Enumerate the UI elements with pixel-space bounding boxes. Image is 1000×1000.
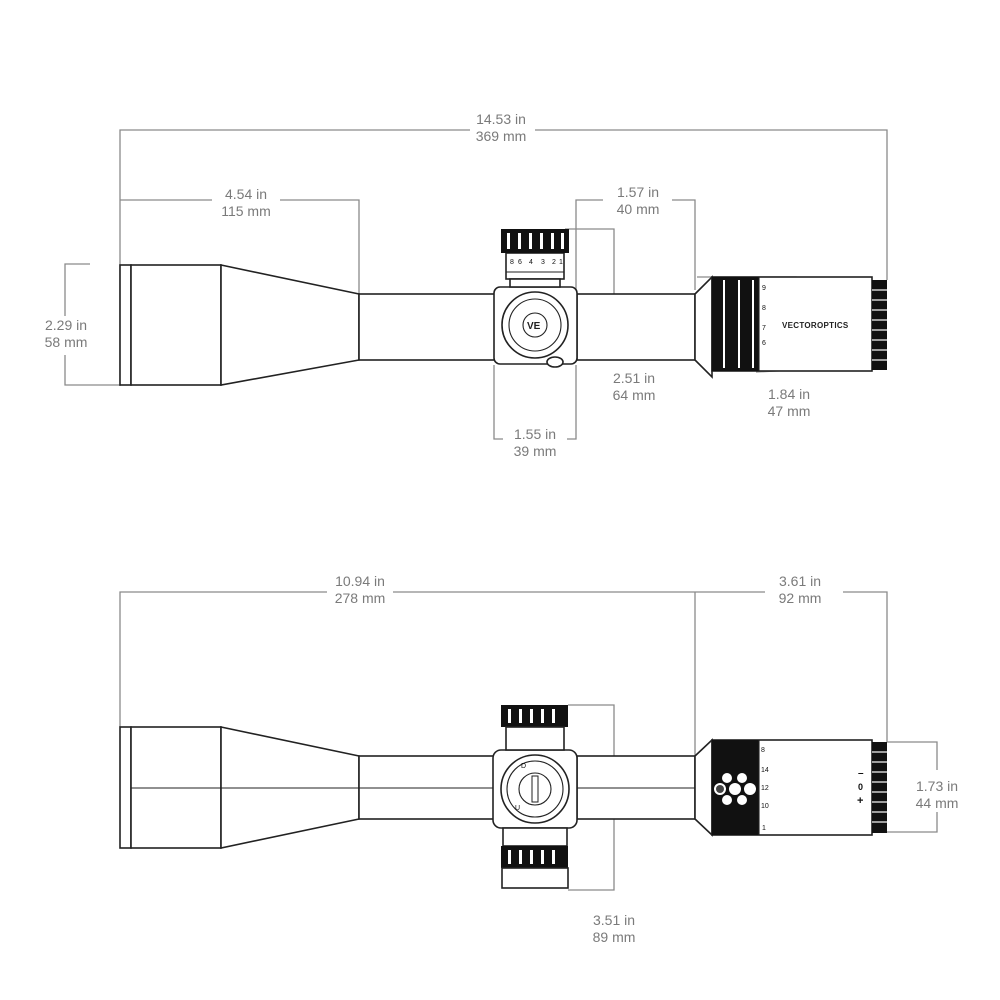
svg-text:D: D	[521, 763, 526, 770]
main-tube-rear	[576, 293, 696, 361]
eyepiece-flare-2	[694, 738, 713, 837]
svg-text:1: 1	[762, 825, 766, 832]
svg-text:4: 4	[529, 259, 533, 266]
svg-text:+: +	[857, 795, 863, 807]
dim-line-obj-bottom	[64, 355, 120, 386]
windage-scale-2	[501, 867, 569, 889]
dim-line-3-61-right	[843, 591, 888, 742]
eyepiece-diopter-knurl-2	[872, 742, 887, 833]
bottom-view-scope: D U 8	[119, 591, 938, 891]
eyepiece-flare	[694, 275, 713, 379]
svg-text:6: 6	[762, 340, 766, 347]
svg-text:1: 1	[559, 259, 563, 266]
elevation-scale-2	[505, 726, 565, 751]
svg-text:8: 8	[510, 259, 514, 266]
svg-text:12: 12	[761, 785, 769, 792]
dim-line-1-57-right	[672, 199, 696, 290]
windage-knurl-2	[501, 846, 568, 868]
throw-lever-icon	[716, 785, 724, 793]
windage-dial	[500, 754, 570, 824]
mag-ring-knurl	[712, 277, 759, 371]
turret-base	[509, 278, 561, 288]
dim-line-obj-top	[64, 263, 90, 316]
svg-text:9: 9	[762, 285, 766, 292]
top-view-scope: VE 8 6 4 3 2 1	[64, 129, 888, 440]
svg-text:0: 0	[858, 782, 863, 792]
svg-text:10: 10	[761, 803, 769, 810]
dim-line-overall-right	[535, 129, 888, 280]
svg-text:7: 7	[762, 325, 766, 332]
dim-line-10-94-left	[119, 591, 327, 727]
objective-taper	[220, 264, 360, 386]
brand-logo-text: VECTOROPTICS	[782, 321, 849, 330]
svg-text:U: U	[515, 805, 520, 812]
svg-text:–: –	[858, 768, 864, 779]
objective-cap	[119, 264, 132, 386]
windage-base	[502, 827, 568, 847]
dim-line-1-73-bottom	[887, 812, 938, 833]
svg-text:8: 8	[761, 747, 765, 754]
eyepiece-diopter-knurl	[872, 280, 887, 370]
turret-knurl	[501, 229, 569, 253]
svg-text:8: 8	[762, 305, 766, 312]
dim-line-bell-right	[280, 199, 360, 295]
svg-text:14: 14	[761, 767, 769, 774]
turret-scale-band	[505, 252, 565, 280]
elevation-knurl-2	[501, 705, 568, 727]
svg-text:6: 6	[518, 259, 522, 266]
vo-logo-icon: VE	[527, 321, 541, 332]
dim-line-1-55-left	[493, 365, 503, 440]
main-tube-front	[358, 293, 496, 361]
svg-text:2: 2	[552, 259, 556, 266]
dim-line-1-55-right	[567, 365, 577, 440]
side-focus-knob	[501, 291, 569, 359]
dim-line-1-73-top	[887, 741, 938, 770]
svg-text:3: 3	[541, 259, 545, 266]
illumination-knob	[546, 356, 564, 368]
objective-cap-2	[119, 726, 132, 849]
objective-bell	[130, 264, 222, 386]
